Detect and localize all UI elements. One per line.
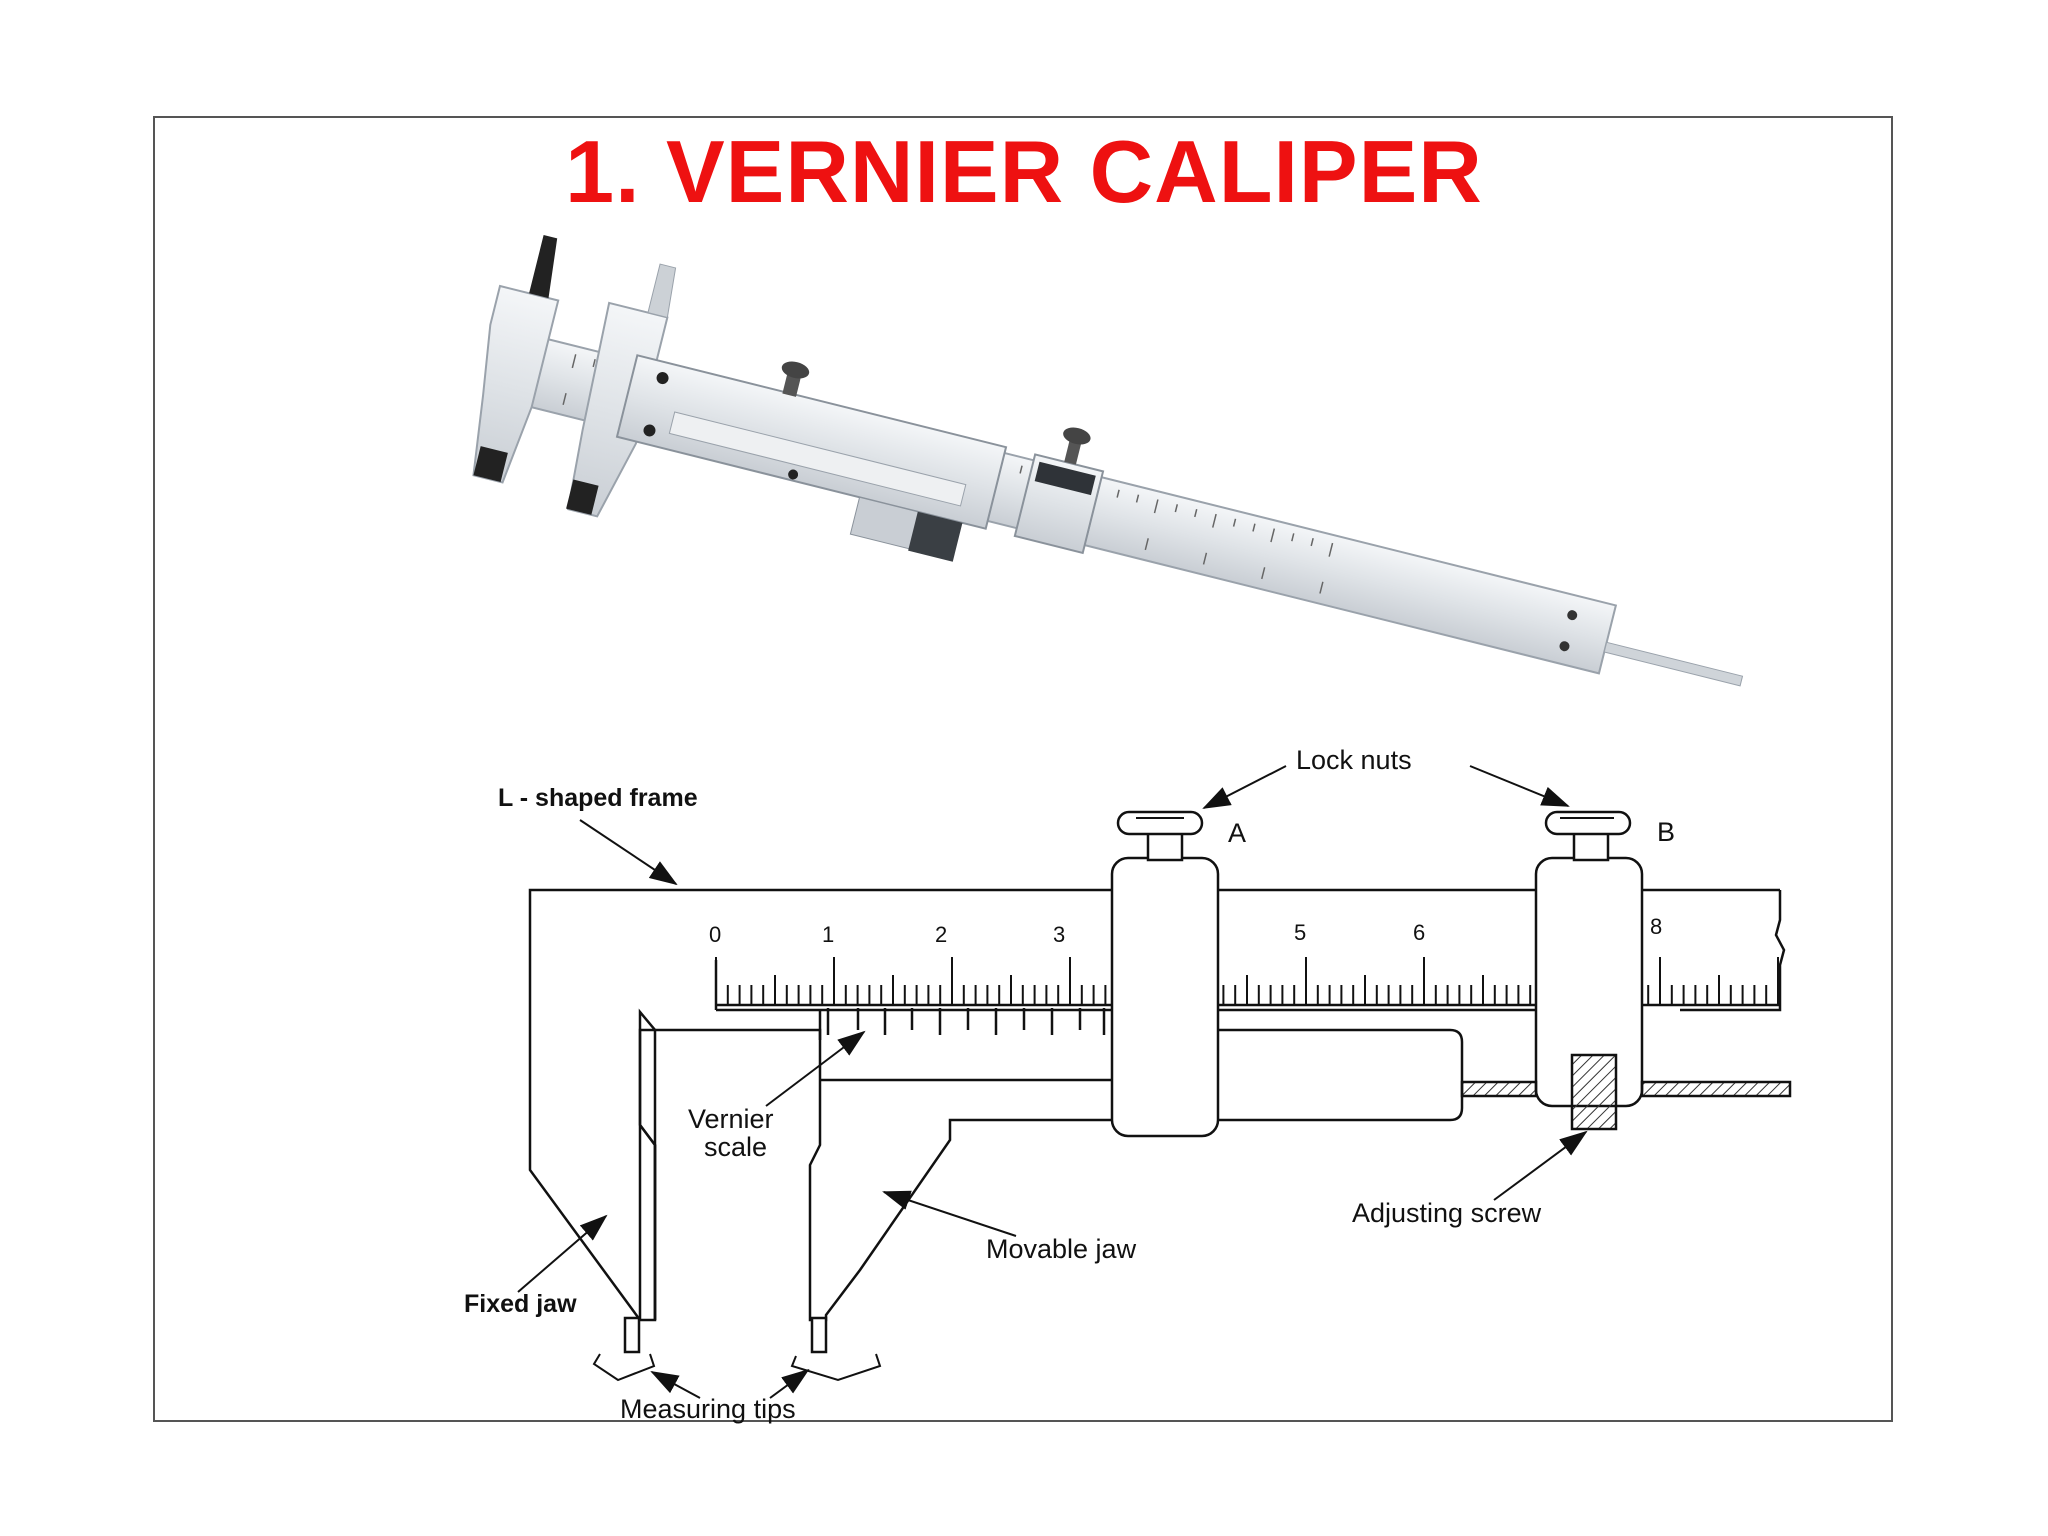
lock-nut-a [1116,810,1204,836]
photo-depth-rod [1603,641,1744,687]
scale-number: 0 [709,922,721,947]
vernier-ticks [826,1008,1106,1035]
lock-block-a [1110,856,1220,1138]
adjusting-screw-body [1570,1053,1618,1131]
lock-screw-b [1572,830,1610,862]
arrow-lock-a [1202,765,1287,809]
photo-rivet [1567,610,1578,621]
photo-vernier-window [668,411,967,507]
photo-lock-knob [781,361,810,379]
beam-top-right [1680,890,1786,1012]
main-scale-ticks [715,957,1779,1005]
photo-rivet [1559,641,1570,652]
photo-slider-screw [643,424,656,437]
scale-number: 5 [1294,920,1306,945]
adjusting-screw-rod [1640,1080,1792,1098]
arrow-vernier [765,1030,866,1107]
movable-jaw-outline [808,1010,1112,1322]
photo-slider-screw [656,372,669,385]
label-lock-nuts: Lock nuts [1296,745,1412,775]
scale-numbers: 0 1 2 3 5 6 8 [709,914,1662,947]
caliper-diagram [528,810,1792,1354]
photo-movable-upper-tip [647,263,677,319]
label-measuring-tips: Measuring tips [620,1394,796,1424]
label-lock-b: B [1657,817,1675,847]
fixed-measuring-tip [623,1316,641,1354]
arrow-lock-b [1469,765,1570,807]
photo-fixed-jaw-tip [473,446,508,482]
photo-thumb-wheel [908,511,963,562]
lock-nut-b [1544,810,1632,836]
adjusting-screw-rod [1460,1080,1538,1098]
label-vernier-scale-2: scale [704,1132,767,1162]
photo-fine-clamp-dark [1034,461,1096,496]
frame-outline [528,888,1780,1322]
label-vernier-scale-1: Vernier [688,1104,774,1134]
fixed-jaw-body [638,1030,657,1320]
label-adjusting-screw: Adjusting screw [1352,1198,1542,1228]
slide-frame [153,116,1893,1422]
fixed-jaw-block [638,1028,822,1320]
arrow-tips-left [650,1371,701,1399]
scale-number: 6 [1413,920,1425,945]
scale-number: 1 [822,922,834,947]
brace-tips-fixed [592,1353,656,1382]
leader-arrows [517,765,1588,1399]
label-l-shaped-frame: L - shaped frame [498,784,698,812]
arrow-tips-right [769,1368,810,1399]
arrow-frame [579,819,678,886]
slide-title: 1. VERNIER CALIPER [565,122,1483,221]
label-lock-a: A [1228,818,1246,848]
photo-fixed-upper-tip [529,235,558,299]
lock-screw-a [1146,830,1184,862]
movable-measuring-tip [810,1316,828,1354]
label-movable-jaw: Movable jaw [986,1234,1137,1264]
photo-slider-screw [788,469,799,480]
slider-extension [1218,1028,1464,1122]
scale-number: 3 [1053,922,1065,947]
caliper-photo [472,235,1744,687]
scale-number: 8 [1650,914,1662,939]
arrow-movable-jaw [882,1190,1017,1237]
label-fixed-jaw: Fixed jaw [464,1290,577,1318]
arrow-fixed-jaw [517,1214,608,1293]
arrow-adjusting-screw [1493,1130,1588,1201]
scale-number: 2 [935,922,947,947]
brace-tips-movable [790,1353,882,1382]
photo-movable-jaw-tip [566,479,599,515]
photo-fine-knob [1063,427,1091,445]
